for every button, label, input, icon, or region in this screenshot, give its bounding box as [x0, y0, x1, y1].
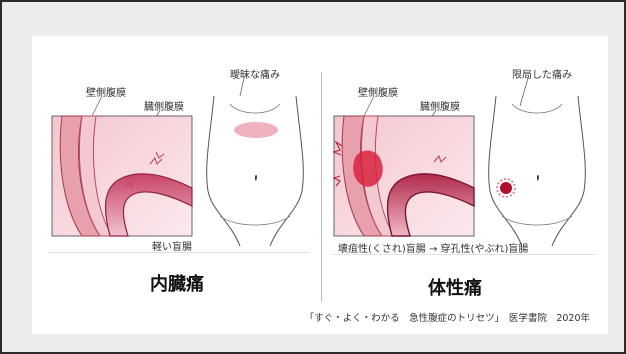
diagram-card: 壁側腹膜 臓側腹膜 曖昧な痛み — [32, 36, 608, 334]
right-torso-outline — [488, 95, 586, 247]
caption-gangrenous-perforated: 壊疽性(くされ)盲腸 → 穿孔性(やぶれ)盲腸 — [338, 244, 529, 255]
left-torso-outline — [206, 95, 304, 247]
title-somatic-pain: 体性痛 — [428, 278, 482, 299]
title-visceral-pain: 内臓痛 — [150, 274, 204, 295]
label-localized-pain: 限局した痛み — [512, 70, 572, 81]
label-parietal-peritoneum-right: 壁側腹膜 — [358, 88, 398, 99]
left-cross-section — [51, 115, 193, 237]
vague-pain-area — [234, 122, 278, 138]
right-separator — [332, 254, 596, 255]
perforation-site — [353, 150, 383, 187]
source-citation: 「すぐ・よく・わかる 急性腹症のトリセツ」 医学書院 2020年 — [304, 313, 590, 324]
left-separator — [48, 252, 310, 253]
label-vague-pain: 曖昧な痛み — [230, 70, 280, 81]
right-cross-section — [332, 115, 475, 237]
label-visceral-peritoneum-right: 臓側腹膜 — [420, 102, 460, 113]
panel-divider — [321, 72, 322, 302]
label-parietal-peritoneum-left: 壁側腹膜 — [86, 88, 126, 99]
label-visceral-peritoneum-left: 臓側腹膜 — [144, 102, 184, 113]
localized-pain-point — [500, 182, 512, 194]
label-mild-appendix: 軽い盲腸 — [152, 242, 192, 253]
